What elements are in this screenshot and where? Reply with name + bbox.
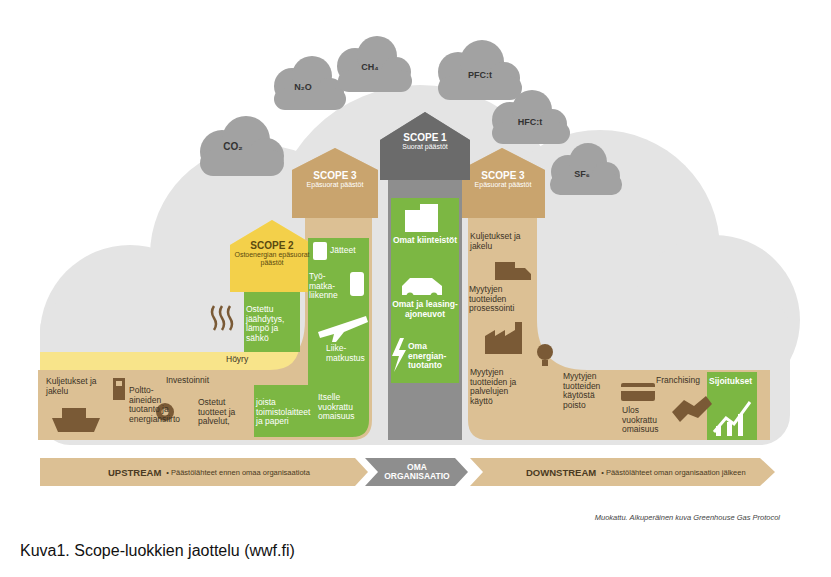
emission-source-label: Jätteet — [330, 246, 368, 256]
scope2-arrow — [40, 220, 314, 370]
gas-label: N₂O — [278, 82, 328, 92]
emission-source-label: Sijoitukset — [709, 377, 757, 387]
gas-label: SF₆ — [560, 169, 604, 179]
emission-source-label: Kuljetukset ja jakelu — [470, 232, 534, 251]
illustration-shape — [391, 198, 459, 383]
scope3-upstream-arrow — [38, 148, 378, 440]
source-note: Muokattu. Alkuperäinen kuva Greenhouse G… — [520, 514, 780, 522]
emission-source-label: Ulos vuokrattu omaisuus — [622, 406, 672, 435]
illustration-shape — [707, 372, 757, 440]
emission-source-label: Myytyjen tuotteiden ja palvelujen käyttö — [470, 368, 532, 406]
emission-source-label: Kuljetukset ja jakelu — [46, 377, 106, 396]
node-heading: SCOPE 3 — [462, 170, 544, 181]
node-heading: SCOPE 2 — [232, 240, 312, 251]
emission-source-label: Investoinnit — [166, 376, 226, 386]
illustration-shape — [431, 293, 438, 300]
emission-source-label: Oma energian-tuotanto — [408, 342, 460, 371]
illustration-shape — [542, 360, 548, 366]
emission-source-label: Myytyjen tuotteiden käytöstä poisto — [563, 372, 618, 410]
illustration-shape — [40, 458, 368, 486]
illustration-shape — [460, 148, 770, 440]
illustration-shape — [313, 242, 327, 260]
illustration-shape — [460, 148, 545, 218]
illustration-shape — [116, 381, 122, 386]
illustration-shape — [244, 292, 300, 352]
emission-source-label: Työ-matka-liikenne — [309, 272, 349, 301]
illustration-shape — [495, 262, 531, 280]
emission-source-label: Omat kiinteistöt — [391, 236, 459, 246]
icons — [52, 204, 750, 436]
emission-source-label: Liike-matkustus — [326, 344, 370, 363]
scope-node: SCOPE 3Epäsuorat päästöt — [294, 170, 376, 216]
scope1-arrow — [380, 112, 470, 440]
illustration-shape — [212, 306, 232, 330]
emission-source-label: Ostettu jäähdytys, lämpö ja sähkö — [246, 305, 299, 343]
green-panels — [244, 238, 757, 440]
illustration-shape — [113, 378, 125, 400]
illustration-shape — [407, 293, 414, 300]
illustration-shape — [716, 426, 721, 436]
node-heading: OMA ORGANISAATIO — [376, 463, 458, 481]
illustration-shape — [621, 383, 655, 401]
node-subtitle: • Päästölähteet ennen omaa organisaatiot… — [166, 468, 310, 477]
illustration-shape — [200, 150, 284, 176]
flow-band — [40, 458, 775, 486]
emission-source-label: Myytyjen tuotteiden prosessointi — [469, 285, 535, 314]
scope-node: SCOPE 1Suorat päästöt — [384, 132, 466, 178]
gas-label: HFC:t — [502, 117, 558, 127]
emission-source-label: Franchising — [656, 376, 710, 386]
emission-source-label: joista toimistolaitteet ja paperi — [256, 398, 306, 427]
scope3-downstream-arrow — [460, 148, 770, 440]
illustration-shape — [52, 408, 100, 432]
node-heading: UPSTREAM — [108, 467, 161, 478]
illustration-shape — [318, 316, 368, 342]
node-heading: DOWNSTREAM — [526, 467, 596, 478]
illustration-shape — [727, 422, 732, 436]
node-heading: SCOPE 1 — [384, 132, 466, 143]
illustration-shape — [380, 112, 470, 180]
caption: Kuva1. Scope-luokkien jaottelu (wwf.fi) — [20, 542, 620, 560]
illustration-shape — [392, 338, 406, 372]
node-heading: SCOPE 3 — [294, 170, 376, 181]
emission-source-label: Ostetut tuotteet ja palvelut, — [198, 398, 246, 427]
illustration-shape — [537, 344, 553, 360]
emission-source-label: Omat ja leasing-ajoneuvot — [391, 300, 459, 319]
emission-source-label: Poltto-aineiden tuotanto ja energiansiir… — [129, 386, 183, 424]
emission-source-label: Itselle vuokrattu omaisuus — [318, 393, 368, 422]
illustration-shape — [365, 458, 468, 486]
scope-node: DOWNSTREAM • Päästölähteet oman organisaa… — [486, 458, 758, 486]
gas-label: PFC:t — [452, 70, 508, 80]
scope-node: OMA ORGANISAATIO — [376, 458, 458, 486]
scope-node: SCOPE 3Epäsuorat päästöt — [462, 170, 544, 216]
gas-label: CO₂ — [208, 141, 258, 152]
illustration-shape — [350, 272, 364, 296]
node-subtitle: Epäsuorat päästöt — [294, 181, 376, 189]
illustration-shape — [402, 278, 442, 295]
illustration-shape — [40, 220, 314, 370]
node-subtitle: Ostoenergian epäsuorat päästöt — [232, 251, 312, 266]
node-subtitle: • Päästölähteet oman organisaation jälke… — [601, 468, 745, 477]
emission-source-label: Höyry — [226, 355, 258, 365]
gas-clouds — [200, 36, 622, 195]
illustration-shape — [292, 148, 378, 218]
illustration-shape — [470, 458, 775, 486]
gas-label: CH₄ — [348, 62, 392, 72]
illustration-shape — [485, 322, 522, 354]
illustration-shape — [405, 204, 438, 232]
illustration-shape — [38, 148, 378, 440]
illustration-shape — [338, 70, 412, 92]
node-subtitle: Epäsuorat päästöt — [462, 181, 544, 189]
scope-node: UPSTREAM • Päästölähteet ennen omaa organ… — [48, 458, 352, 486]
illustration-shape — [738, 414, 743, 436]
illustration-shape — [672, 396, 712, 422]
node-subtitle: Suorat päästöt — [384, 143, 466, 151]
illustration-shape — [621, 387, 655, 391]
scope-node: SCOPE 2Ostoenergian epäsuorat päästöt — [232, 240, 312, 290]
illustration-shape — [380, 112, 470, 440]
illustration-shape — [230, 220, 314, 292]
